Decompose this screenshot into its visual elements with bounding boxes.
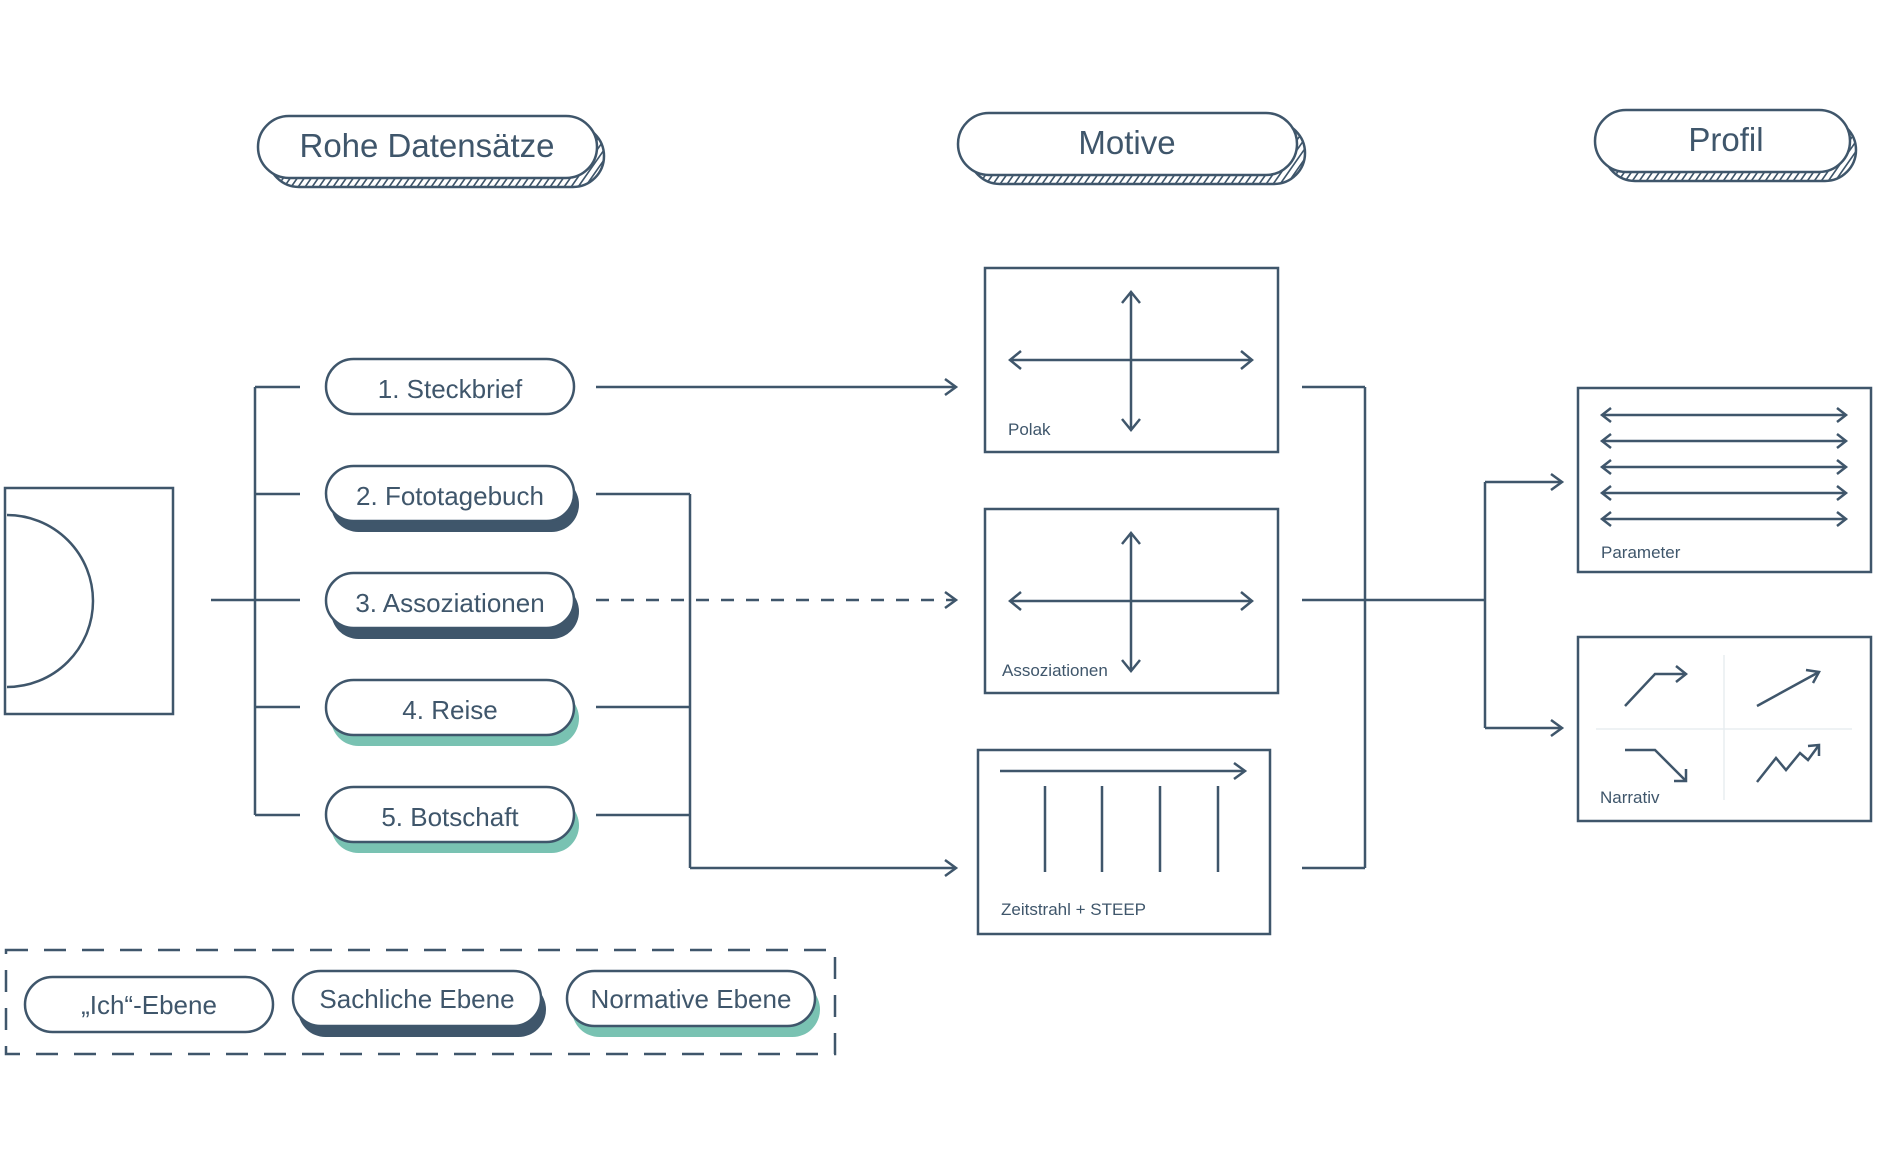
header-rohe-datensaetze: Rohe Datensätze bbox=[256, 114, 606, 189]
connectors-left bbox=[211, 385, 300, 817]
motive-box-zeitstrahl: Zeitstrahl + STEEP bbox=[976, 748, 1272, 936]
dataset-label: 4. Reise bbox=[402, 695, 497, 725]
motive-label: Zeitstrahl + STEEP bbox=[1001, 900, 1146, 919]
header-profil-label: Profil bbox=[1688, 121, 1763, 158]
connectors-middle bbox=[596, 377, 959, 878]
legend: „Ich“-Ebene Sachliche Ebene Normative Eb… bbox=[4, 948, 837, 1056]
legend-item-sachlich: Sachliche Ebene bbox=[291, 969, 546, 1037]
grid-divider bbox=[1596, 655, 1852, 800]
motive-box-assoziationen: Assoziationen bbox=[983, 507, 1280, 695]
dataset-pill-5: 5. Botschaft bbox=[324, 785, 579, 853]
motive-box-polak: Polak bbox=[983, 266, 1280, 454]
half-circle-icon bbox=[6, 513, 95, 689]
axis-cross-icon bbox=[1008, 531, 1254, 673]
profile-box-narrativ: Narrativ bbox=[1576, 635, 1873, 823]
motive-label: Polak bbox=[1008, 420, 1051, 439]
legend-label: „Ich“-Ebene bbox=[81, 990, 217, 1020]
header-rohe-label: Rohe Datensätze bbox=[300, 127, 555, 164]
dataset-pill-1: 1. Steckbrief bbox=[324, 357, 576, 416]
dataset-label: 5. Botschaft bbox=[381, 802, 519, 832]
source-box bbox=[3, 486, 175, 716]
header-profil: Profil bbox=[1593, 108, 1858, 183]
axis-cross-icon bbox=[1008, 290, 1254, 432]
legend-item-normativ: Normative Ebene bbox=[565, 969, 820, 1037]
dataset-label: 3. Assoziationen bbox=[355, 588, 544, 618]
profile-label: Parameter bbox=[1601, 543, 1681, 562]
header-motive: Motive bbox=[956, 111, 1307, 186]
header-motive-label: Motive bbox=[1078, 124, 1175, 161]
dataset-pill-3: 3. Assoziationen bbox=[324, 571, 579, 639]
timeline-icon bbox=[1000, 761, 1248, 872]
profile-label: Narrativ bbox=[1600, 788, 1660, 807]
dataset-label: 1. Steckbrief bbox=[378, 374, 523, 404]
dataset-pill-2: 2. Fototagebuch bbox=[324, 464, 579, 532]
legend-label: Sachliche Ebene bbox=[319, 984, 514, 1014]
connectors-right bbox=[1302, 385, 1565, 870]
dataset-pill-4: 4. Reise bbox=[324, 678, 579, 746]
legend-label: Normative Ebene bbox=[591, 984, 792, 1014]
double-arrows-icon bbox=[1599, 407, 1849, 527]
dataset-label: 2. Fototagebuch bbox=[356, 481, 544, 511]
legend-item-ich: „Ich“-Ebene bbox=[23, 975, 275, 1034]
trend-arrows-icon bbox=[1624, 665, 1821, 783]
motive-label: Assoziationen bbox=[1002, 661, 1108, 680]
profile-box-parameter: Parameter bbox=[1576, 386, 1873, 574]
